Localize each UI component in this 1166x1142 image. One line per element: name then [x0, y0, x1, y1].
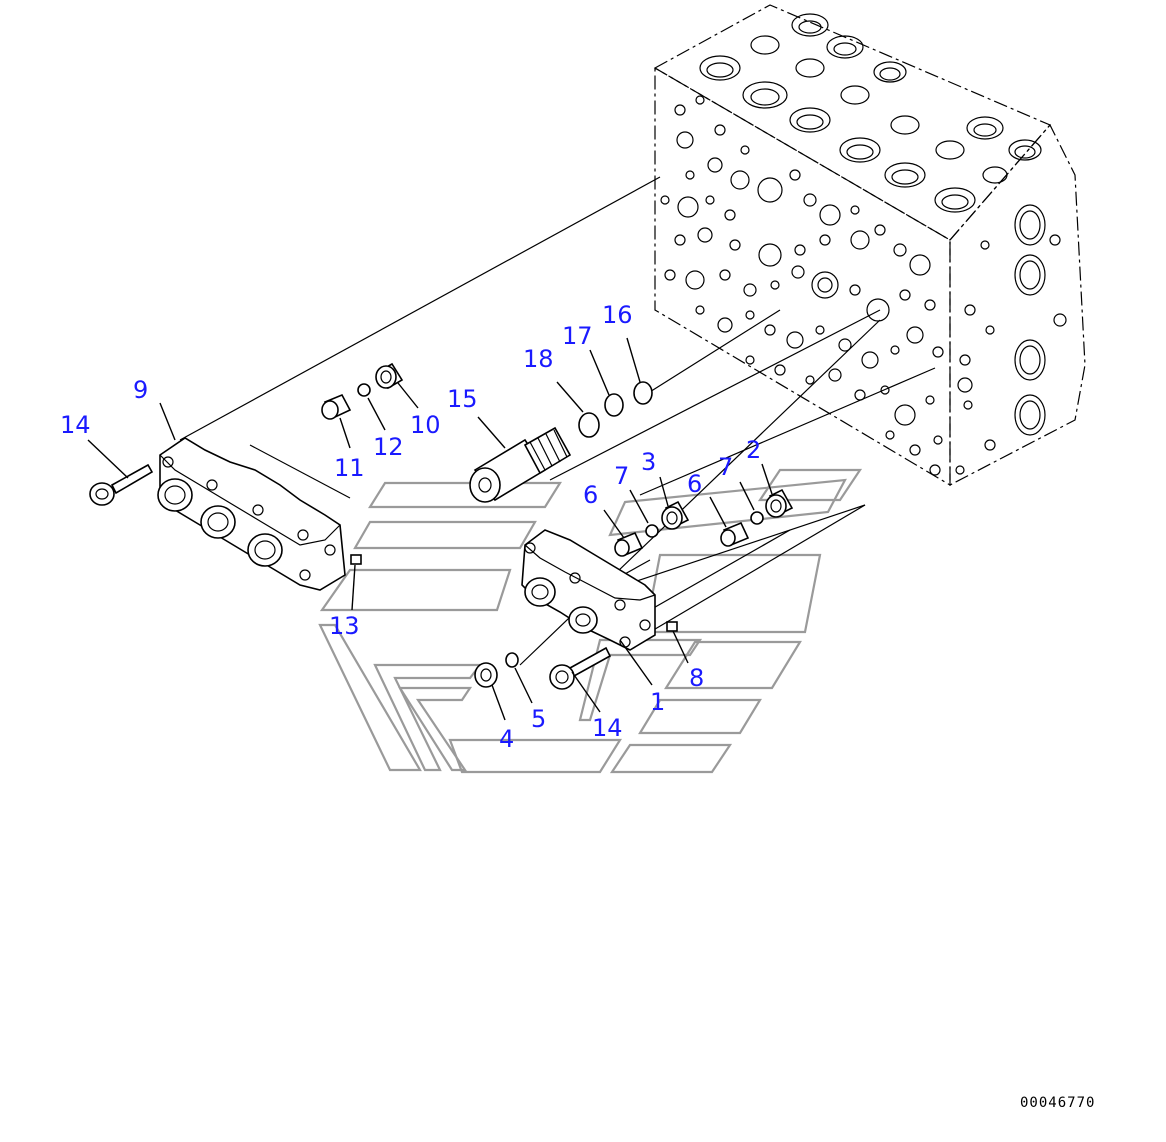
callout-5: 5	[531, 705, 546, 733]
callout-10: 10	[410, 411, 441, 439]
callout-1: 1	[650, 688, 665, 716]
part-15-valve	[469, 426, 572, 503]
callout-16: 16	[602, 301, 633, 329]
callout-4: 4	[499, 725, 514, 753]
part-11-plug	[321, 393, 352, 420]
valve-block-top-ports	[699, 13, 1042, 213]
callout-18: 18	[523, 345, 554, 373]
callout-9: 9	[133, 376, 148, 404]
callout-17: 17	[562, 322, 593, 350]
part-9-cover-left	[157, 437, 346, 591]
ghost-slab-4	[608, 478, 847, 537]
part-16-oring	[633, 381, 653, 405]
ghost-slab-2	[353, 520, 537, 550]
callout-8: 8	[689, 664, 704, 692]
valve-block-side-holes	[955, 204, 1067, 475]
part-18-oring	[578, 412, 600, 438]
part-4-plug	[474, 662, 498, 688]
ghost-slab-6	[664, 640, 802, 690]
document-number: 00046770	[1020, 1095, 1095, 1111]
part-3-cap	[661, 500, 690, 530]
callout-7-b: 7	[718, 453, 733, 481]
ghost-frame-left	[318, 623, 422, 772]
ghost-frame-bottom	[448, 738, 622, 774]
part-6-plug-b	[720, 521, 750, 547]
callout-labels: 1 2 3 4 5 6 6 7 7 8 9 10 11 12 13 14 14 …	[60, 301, 761, 753]
ghost-frame-right	[397, 686, 473, 772]
callout-14-b: 14	[592, 714, 623, 742]
callout-11: 11	[334, 454, 365, 482]
part-17-oring	[604, 393, 624, 417]
part-10-cap	[375, 362, 404, 390]
valve-block-side-face	[949, 123, 1086, 486]
part-8-plug	[666, 621, 678, 632]
part-7-ball-b	[750, 511, 764, 525]
valve-block	[653, 4, 1086, 487]
callout-14-a: 14	[60, 411, 91, 439]
part-12-ball	[357, 383, 371, 397]
ghost-slab-7	[638, 698, 762, 735]
part-13-plug	[350, 554, 362, 565]
part-7-ball-a	[645, 524, 659, 538]
ghost-slab-1	[368, 481, 562, 509]
ghost-frame-tall	[757, 468, 863, 502]
valve-block-front-holes	[660, 95, 944, 476]
callout-2: 2	[746, 436, 761, 464]
ghost-frame-mid	[373, 663, 483, 772]
valve-block-top-face	[653, 4, 1051, 241]
leader-lines	[87, 337, 773, 721]
callout-15: 15	[447, 385, 478, 413]
callout-6-a: 6	[583, 481, 598, 509]
part-5-oring	[505, 652, 519, 668]
callout-6-b: 6	[687, 470, 702, 498]
part-14-bolt-left	[89, 463, 154, 506]
part-2-cap	[765, 488, 794, 518]
callout-12: 12	[373, 433, 404, 461]
ghost-slab-8	[609, 743, 733, 774]
callout-7-a: 7	[614, 462, 629, 490]
ghost-slab-5	[643, 553, 822, 634]
part-6-plug-a	[614, 531, 644, 557]
callout-3: 3	[641, 448, 656, 476]
part-1-cover-right	[521, 529, 656, 651]
callout-13: 13	[329, 612, 360, 640]
ghost-slab-3	[319, 568, 512, 612]
